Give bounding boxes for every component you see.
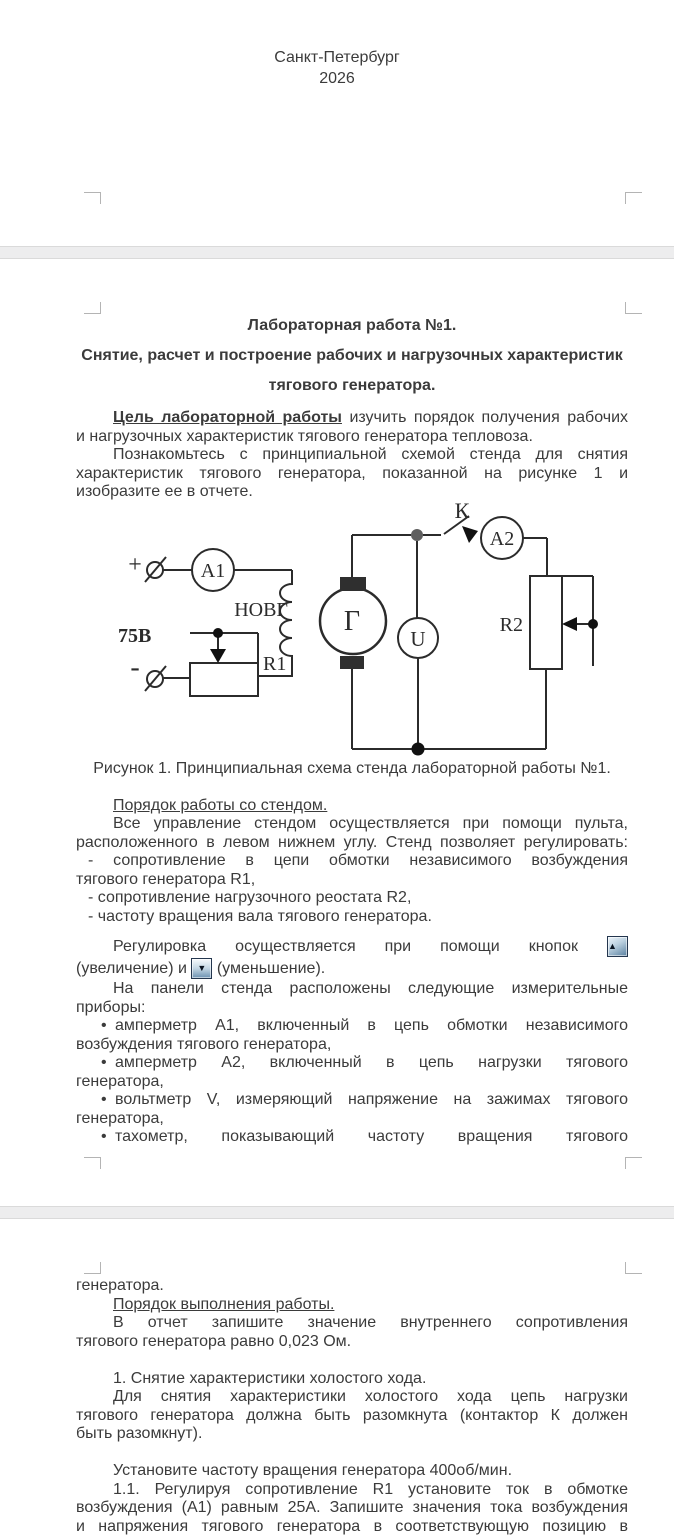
- contactor-arrow-icon: [462, 525, 478, 543]
- city-line: Санкт-Петербург: [274, 49, 400, 66]
- ammeter-a1-label: A1: [201, 560, 225, 582]
- bullet-ammeter-a2-line-1: •амперметр А2, включенный в цепь нагрузк…: [101, 1054, 628, 1071]
- bullet-ammeter-a1-line-1: •амперметр А1, включенный в цепь обмотки…: [101, 1017, 628, 1034]
- rheostat-r1-symbol: [189, 661, 259, 697]
- report-line-1: В отчет запишите значение внутреннего со…: [113, 1314, 628, 1331]
- page-gap: [0, 246, 674, 259]
- list-item-speed: - частоту вращения вала тягового генерат…: [88, 907, 432, 925]
- corner-mark-top-left: [84, 302, 101, 314]
- corner-mark-bottom-left: [84, 1157, 101, 1169]
- carryover-line: генератора.: [76, 1277, 164, 1294]
- generator-brush-top: [340, 576, 366, 591]
- bullet-ammeter-a1-line-2: возбуждения тягового генератора,: [76, 1035, 332, 1053]
- list-item-r2: - сопротивление нагрузочного реостата R2…: [88, 889, 412, 906]
- generator-brush-bottom: [340, 655, 364, 669]
- supply-voltage-label: 75В: [118, 625, 151, 647]
- junction-dot-top: [411, 528, 423, 541]
- doc-title-line-2: Снятие, расчет и построение рабочих и на…: [81, 347, 623, 364]
- up-arrow-icon: ▲: [608, 941, 617, 952]
- junction-dot-bottom: [411, 742, 425, 755]
- goal-paragraph-line-2: и нагрузочных характеристик тягового ген…: [76, 427, 533, 445]
- bullet-ammeter-a2-line-2: генератора,: [76, 1072, 164, 1090]
- title-page-footer: Санкт-Петербург 2026: [0, 0, 674, 89]
- goal-rest: изучить порядок получения рабочих: [349, 409, 629, 426]
- down-arrow-icon: ▼: [197, 963, 207, 974]
- r2-wiper-dot: [588, 618, 598, 629]
- bullet-icon: •: [101, 1054, 107, 1071]
- corner-mark-bottom-right: [625, 192, 642, 204]
- voltmeter-label: U: [410, 627, 425, 651]
- circuit-diagram: + - A1 НОВГ 75В R1 Г U К A2 R2: [118, 502, 598, 755]
- spacer: [76, 1444, 628, 1463]
- winding-label: НОВГ: [234, 599, 288, 621]
- bullet-voltmeter-line-2: генератора,: [76, 1109, 164, 1127]
- rheostat-r2-label: R2: [500, 614, 523, 636]
- circuit-diagram-figure: + - A1 НОВГ 75В R1 Г U К A2 R2: [76, 502, 628, 760]
- step1-title: 1. Снятие характеристики холостого хода.: [113, 1369, 427, 1387]
- decrease-button-icon: ▼: [191, 958, 213, 980]
- intro-line-3: изобразите ее в отчете.: [76, 483, 253, 500]
- intro-line-1: Познакомьтесь с принципиальной схемой ст…: [113, 446, 628, 463]
- doc-title-line-3: тягового генератора.: [268, 377, 436, 394]
- rpm-instruction: Установите частоту вращения генератора 4…: [113, 1462, 513, 1479]
- corner-mark-top-right: [625, 1262, 642, 1274]
- report-line-2: тягового генератора равно 0,023 Ом.: [76, 1332, 352, 1350]
- ammeter-a2-label: A2: [490, 528, 514, 550]
- goal-label: Цель лабораторной работы: [113, 409, 342, 426]
- corner-mark-bottom-right: [625, 1157, 642, 1169]
- rheostat-r1-label: R1: [263, 653, 286, 675]
- bullet-icon: •: [101, 1128, 107, 1145]
- bullet-voltmeter-line-1: •вольтметр V, измеряющий напряжение на з…: [101, 1091, 628, 1108]
- bullet-icon: •: [101, 1017, 107, 1034]
- stand-line-1: Все управление стендом осуществляется пр…: [113, 815, 628, 832]
- step11-line-1: 1.1. Регулируя сопротивление R1 установи…: [113, 1480, 628, 1498]
- rheostat-r2-symbol: [529, 574, 563, 670]
- step1-line-3: быть разомкнут).: [76, 1425, 203, 1442]
- increase-button-icon: ▲: [607, 936, 628, 958]
- goal-paragraph-line-1: Цель лабораторной работы изучить порядок…: [76, 409, 628, 428]
- contactor-label: К: [455, 502, 470, 523]
- corner-mark-top-right: [625, 302, 642, 314]
- intro-line-2: характеристик тягового генератора, показ…: [76, 464, 628, 482]
- work-procedure-heading: Порядок выполнения работы.: [113, 1295, 335, 1313]
- stand-line-2: расположенного в левом нижнем углу. Стен…: [76, 833, 628, 851]
- spacer: [76, 778, 628, 797]
- step11-line-2: возбуждения (А1) равным 25А. Запишите зн…: [76, 1499, 628, 1516]
- r2-wiper-arrow-icon: [562, 616, 577, 631]
- generator-label: Г: [344, 606, 360, 637]
- panel-line-1: На панели стенда расположены следующие и…: [113, 980, 628, 997]
- stand-procedure-heading: Порядок работы со стендом.: [113, 796, 328, 814]
- bullet-tachometer-line-1: •тахометр, показывающий частоту вращения…: [101, 1128, 628, 1145]
- page-1: Санкт-Петербург 2026: [0, 0, 674, 246]
- page-2: Лабораторная работа №1. Снятие, расчет и…: [0, 259, 674, 1206]
- list-item-r1-line-1: - сопротивление в цепи обмотки независим…: [88, 852, 628, 869]
- page-gap: [0, 1206, 674, 1219]
- winding-coil: [258, 569, 293, 677]
- regulation-line-1: Регулировка осуществляется при помощи кн…: [76, 936, 628, 958]
- step1-line-1: Для снятия характеристики холостого хода…: [113, 1388, 628, 1405]
- r1-wiper-dot: [213, 627, 223, 638]
- figure-caption: Рисунок 1. Принципиальная схема стенда л…: [93, 759, 611, 777]
- panel-line-2: приборы:: [76, 998, 146, 1016]
- list-item-r1-line-2: тягового генератора R1,: [76, 870, 256, 888]
- regulation-line-2: (увеличение) и ▼ (уменьшение).: [76, 958, 628, 980]
- corner-mark-bottom-left: [84, 192, 101, 204]
- r1-wiper-arrow-icon: [210, 648, 226, 663]
- step11-line-3: и напряжения тягового генератора в соотв…: [76, 1517, 628, 1535]
- plus-label: +: [128, 552, 142, 578]
- bullet-icon: •: [101, 1091, 107, 1108]
- spacer: [76, 1351, 628, 1370]
- year-line: 2026: [319, 70, 355, 87]
- minus-label: -: [130, 652, 139, 683]
- contactor-blade: [443, 514, 470, 535]
- step1-line-2: тягового генератора должна быть разомкну…: [76, 1406, 628, 1424]
- corner-mark-top-left: [84, 1262, 101, 1274]
- page-3: генератора. Порядок выполнения работы. В…: [0, 1219, 674, 1536]
- doc-title-line-1: Лабораторная работа №1.: [247, 317, 457, 334]
